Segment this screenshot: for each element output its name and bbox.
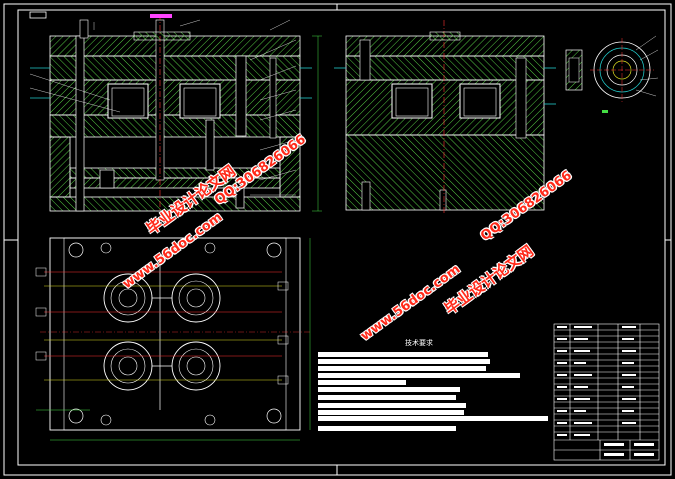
title-block [553,323,660,461]
technical-notes [318,352,548,431]
main-section-view [29,14,322,215]
side-section-view [334,20,556,215]
plan-view [35,237,311,441]
technical-requirements-title: 技术要求 [405,339,433,347]
corner-mark [29,11,47,19]
title-block-text [557,326,654,456]
drawing-border-inner [17,9,666,466]
part-detail-view [565,35,659,113]
